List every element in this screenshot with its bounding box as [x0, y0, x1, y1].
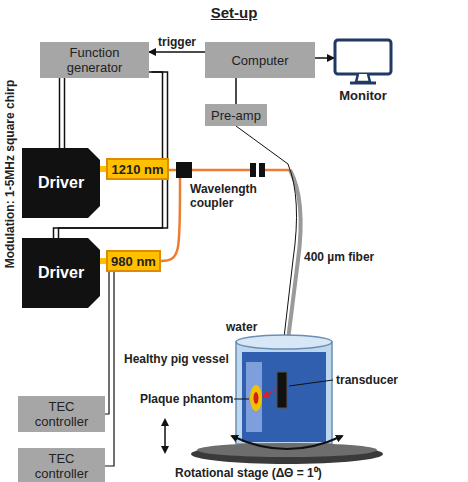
rotational-stage	[165, 420, 383, 464]
node-label: 1210 nm	[111, 162, 163, 177]
connector-line	[105, 272, 109, 414]
node-label: 980 nm	[111, 254, 156, 269]
connector	[60, 78, 65, 148]
modulation-label: Modulation: 1-5MHz square chirp	[3, 54, 17, 294]
preamp-box: Pre-amp	[205, 104, 267, 126]
monitor-screen	[332, 38, 394, 86]
tec-controller-box: TEC controller	[18, 448, 105, 482]
connector-line	[105, 272, 114, 466]
connector	[315, 58, 334, 59]
connector-line	[235, 78, 237, 104]
node-label: Pre-amp	[211, 108, 261, 123]
node-label: Monitor	[330, 88, 396, 103]
connector	[169, 170, 176, 171]
computer-box: Computer	[205, 42, 315, 78]
driver-box: Driver	[22, 238, 100, 308]
node-label: Function generator	[44, 45, 145, 75]
node-label: TEC controller	[22, 399, 101, 429]
connector-line	[315, 57, 334, 59]
connector-line	[169, 169, 176, 172]
wavelength-coupler: Wavelength coupler	[176, 162, 192, 178]
edge-label: trigger	[158, 35, 196, 49]
connector	[105, 272, 114, 466]
node-label: TEC controller	[22, 451, 101, 481]
connector-line	[161, 178, 180, 261]
leader-line	[234, 380, 333, 399]
transducer-label: transducer	[336, 373, 398, 387]
fiber-label: 400 µm fiber	[304, 250, 374, 264]
laser-box: 980 nm	[106, 250, 161, 272]
monitor-icon: Monitor	[330, 38, 396, 104]
connector-line	[59, 78, 61, 148]
driver-box: Driver	[22, 148, 100, 218]
function-generator-box: Function generator	[40, 42, 149, 78]
tec-controller-box: TEC controller	[18, 396, 105, 432]
water-tank	[236, 335, 332, 444]
connector	[149, 52, 205, 53]
node-label: Wavelength coupler	[190, 182, 266, 210]
plaque-label: Plaque phantom	[140, 392, 233, 406]
connector	[105, 272, 109, 414]
connector-line	[64, 78, 66, 148]
laser-box: 1210 nm	[106, 158, 169, 180]
node-label: Driver	[38, 174, 84, 192]
vessel-label: Healthy pig vessel	[122, 352, 231, 366]
stage-label: Rotational stage (ΔΘ = 1⁰)	[175, 466, 322, 480]
node-label: Driver	[38, 264, 84, 282]
connector	[236, 78, 237, 104]
water-label: water	[226, 320, 257, 334]
diagram-title: Set-up	[184, 4, 284, 22]
connector	[161, 178, 180, 261]
connector-line	[149, 51, 205, 53]
node-label: Computer	[231, 53, 288, 68]
